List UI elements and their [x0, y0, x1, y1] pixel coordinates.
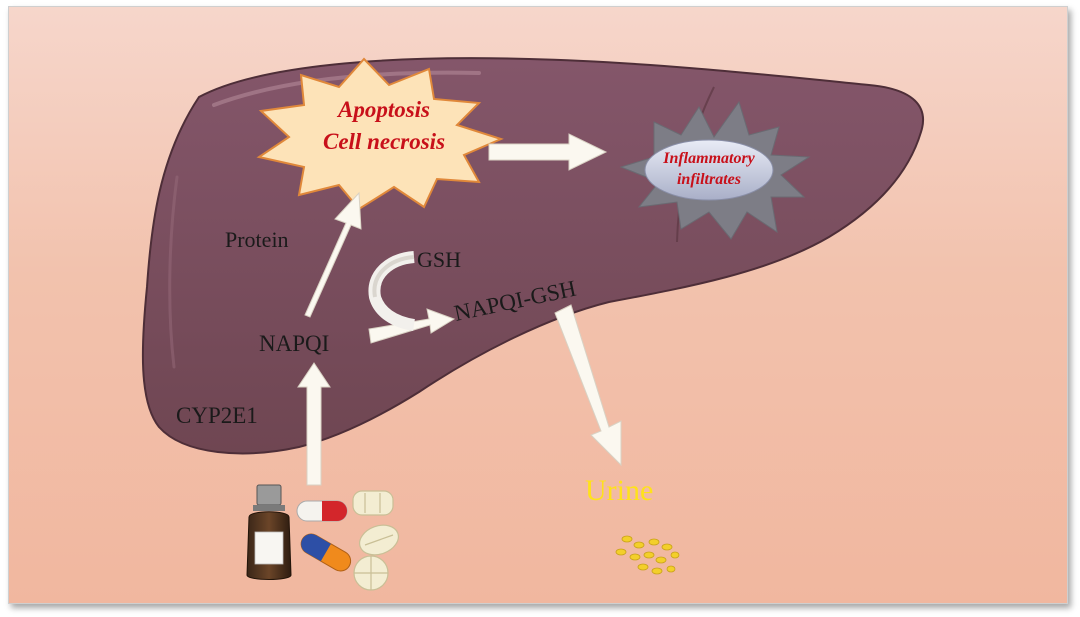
- napqi-label: NAPQI: [259, 331, 329, 356]
- liver-shape: [141, 57, 924, 455]
- arrow-pills-to-napqi: [297, 362, 331, 486]
- capsule-blue-icon: [300, 533, 352, 572]
- burst-label-cell-necrosis: Cell necrosis: [323, 129, 445, 154]
- arrow-to-inflammatory: [488, 133, 608, 171]
- diagram-frame: Apoptosis Cell necrosis Inflammatory inf…: [8, 6, 1068, 604]
- arrow-to-urine: [554, 304, 622, 467]
- protein-label: Protein: [225, 227, 289, 252]
- medicine-bottle-icon: [246, 484, 292, 580]
- gsh-label: GSH: [417, 247, 461, 272]
- arrow-to-apoptosis: [304, 191, 362, 318]
- apoptosis-burst-shape: [256, 57, 504, 211]
- urine-label: Urine: [585, 474, 653, 507]
- cyp2e1-label: CYP2E1: [176, 403, 258, 428]
- capsule-red-icon: [296, 500, 348, 522]
- inflammatory-label-line2: infiltrates: [677, 171, 741, 188]
- burst-label-apoptosis: Apoptosis: [336, 97, 430, 122]
- tablets-icon: [352, 490, 399, 591]
- inflammatory-label-line1: Inflammatory: [662, 150, 755, 167]
- diagram-canvas: Apoptosis Cell necrosis Inflammatory inf…: [141, 57, 924, 591]
- inflammatory-cloud: [644, 139, 774, 201]
- urine-droplets-icon: [615, 535, 680, 575]
